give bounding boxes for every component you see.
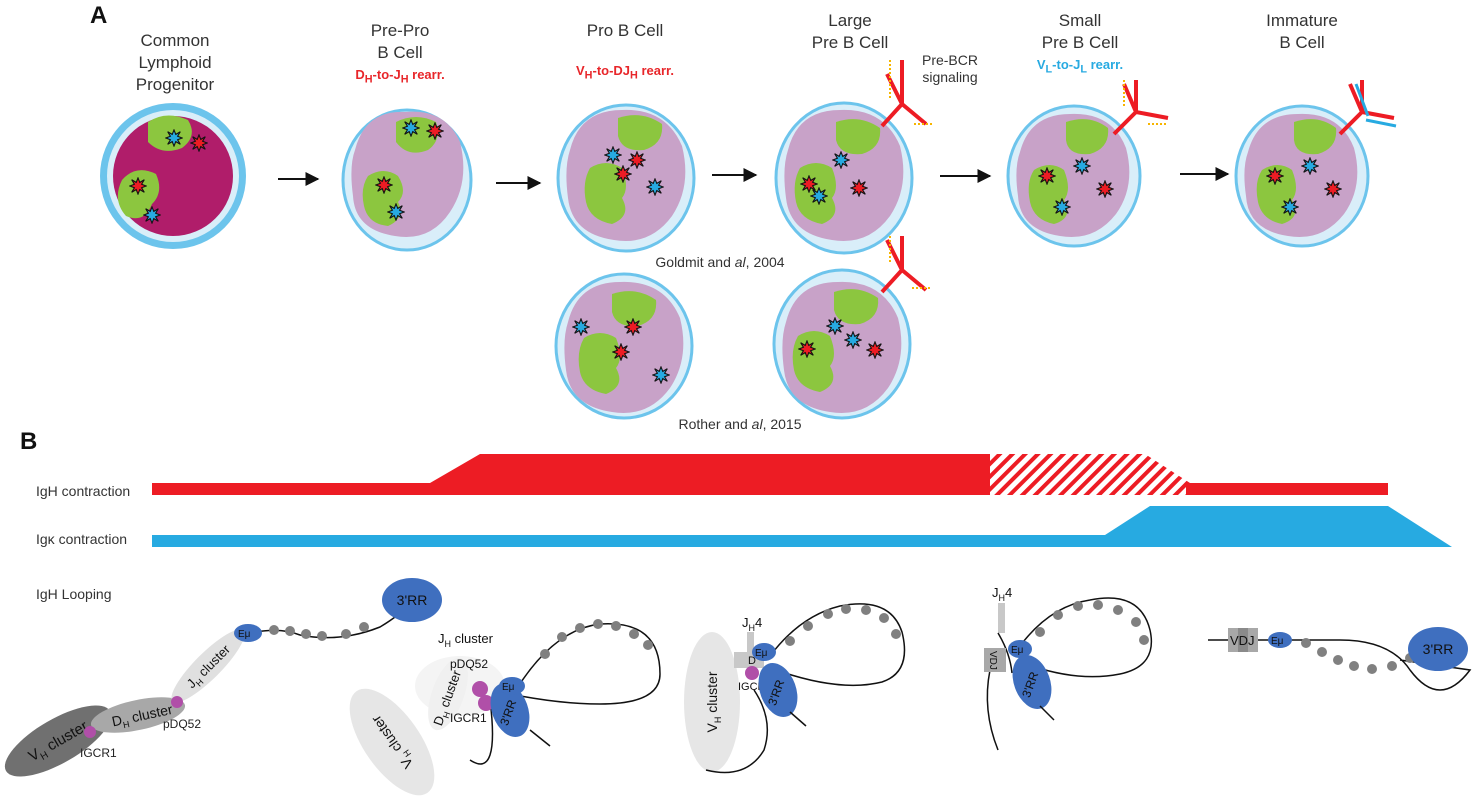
cell-immature-b — [1234, 80, 1397, 248]
svg-text:IGCR1: IGCR1 — [738, 681, 772, 693]
stage-title-line1: Immature — [1266, 11, 1338, 30]
ref1-italic: al — [734, 254, 746, 270]
rearrangement-label: DH-to-JH rearr. — [355, 67, 445, 86]
igh-loop-stage-1: VH cluster DH cluster JH cluster IGCR1 p… — [4, 578, 442, 777]
svg-text:JH4: JH4 — [992, 585, 1012, 603]
svg-text:VH cluster: VH cluster — [704, 671, 723, 732]
stage-title-line1: Pre-Pro — [370, 21, 430, 40]
pre-bcr-line2: signaling — [922, 69, 978, 85]
ref2-year: , 2015 — [762, 416, 802, 432]
svg-text:D: D — [748, 655, 756, 667]
svg-text:Eμ: Eμ — [1271, 636, 1284, 647]
svg-text:VH cluster: VH cluster — [368, 710, 419, 771]
panel-a-letter: A — [90, 2, 108, 29]
pre-bcr-line1: Pre-BCR — [921, 52, 978, 68]
stage-large-pre-b-cell: Large Pre B Cell — [780, 10, 920, 54]
rearrangement-label: VL-to-JL rearr. — [1036, 57, 1124, 76]
svg-text:JH cluster: JH cluster — [184, 641, 236, 693]
igh-contraction-bar — [152, 454, 1388, 495]
svg-text:3'RR: 3'RR — [497, 698, 519, 728]
stage-title-line1: Pro B Cell — [586, 21, 664, 40]
igk-contraction-label: Igκ contraction — [36, 531, 128, 547]
igcr1-label-1: IGCR1 — [80, 746, 117, 760]
cell-pre-pro-b — [341, 108, 473, 252]
svg-text:JH4: JH4 — [742, 615, 762, 633]
stage-title-line2: B Cell — [377, 43, 423, 62]
svg-text:JH cluster: JH cluster — [438, 631, 494, 649]
reference-rother: Rother and al, 2015 — [620, 416, 860, 433]
stage-title-line1: Large — [828, 11, 872, 30]
stage-pro-b-cell: Pro B Cell VH-to-DJH rearr. — [555, 20, 695, 85]
ref2-text: Rother and — [678, 416, 752, 432]
ref2-italic: al — [751, 416, 763, 432]
igh-loop-stage-4: JH4 VDJ Eμ 3'RR — [984, 585, 1153, 751]
stage-title-line2: Pre B Cell — [811, 33, 889, 52]
igh-loop-stage-3: VH cluster JH4 D Eμ IGCR1 3'RR — [684, 603, 906, 774]
igk-contraction-bar — [152, 506, 1452, 547]
stage-immature-b-cell: Immature B Cell — [1232, 10, 1372, 54]
cell-common-lymphoid-progenitor — [100, 103, 246, 249]
svg-text:3'RR: 3'RR — [1423, 641, 1454, 657]
svg-text:3'RR: 3'RR — [765, 678, 787, 708]
stage-pre-pro-b-cell: Pre-Pro B Cell DH-to-JH rearr. — [330, 20, 470, 89]
igh-loop-stage-5: VDJ Eμ 3'RR — [1208, 627, 1472, 691]
cell-goldmit-variant — [554, 272, 694, 420]
svg-text:VDJ: VDJ — [987, 651, 998, 670]
svg-text:pDQ52: pDQ52 — [450, 657, 488, 671]
stage-title-line2: Pre B Cell — [1041, 33, 1119, 52]
svg-text:Eμ: Eμ — [502, 682, 515, 693]
stage-small-pre-b-cell: Small Pre B Cell VL-to-JL rearr. — [1010, 10, 1150, 79]
svg-text:3'RR: 3'RR — [397, 592, 428, 608]
stage-common-lymphoid-progenitor: Common Lymphoid Progenitor — [105, 30, 245, 96]
cell-pro-b — [556, 103, 696, 253]
svg-text:DH cluster: DH cluster — [430, 668, 467, 729]
svg-text:Eμ: Eμ — [238, 629, 251, 640]
svg-text:DH cluster: DH cluster — [110, 701, 175, 732]
svg-text:IGCR1: IGCR1 — [450, 711, 487, 725]
ref1-year: , 2004 — [745, 254, 785, 270]
svg-text:Eμ: Eμ — [755, 648, 768, 659]
rearrangement-label: VH-to-DJH rearr. — [575, 63, 675, 82]
igh-loop-stage-2: VH cluster DH cluster JH cluster pDQ52 I… — [349, 619, 661, 796]
svg-text:3'RR: 3'RR — [1019, 670, 1041, 700]
svg-text:VDJ: VDJ — [1230, 633, 1255, 648]
igh-looping-label: IgH Looping — [36, 586, 112, 602]
cell-small-pre-b — [1006, 80, 1169, 248]
pre-bcr-signaling-label: Pre-BCR signaling — [905, 52, 995, 86]
pdq52-label-1: pDQ52 — [163, 717, 201, 731]
reference-goldmit: Goldmit and al, 2004 — [600, 254, 840, 271]
ref1-text: Goldmit and — [655, 254, 735, 270]
stage-title-line1: Small — [1058, 11, 1102, 30]
stage-title-line2: B Cell — [1279, 33, 1325, 52]
stage-title-line2: Lymphoid — [138, 53, 212, 72]
svg-text:Eμ: Eμ — [1011, 645, 1024, 656]
igh-contraction-label: IgH contraction — [36, 483, 131, 499]
stage-title-line3: Progenitor — [135, 75, 215, 94]
svg-text:VH cluster: VH cluster — [26, 718, 93, 768]
stage-title-line1: Common — [140, 31, 210, 50]
panel-b-letter: B — [20, 428, 38, 455]
cell-large-pre-b — [774, 60, 932, 255]
